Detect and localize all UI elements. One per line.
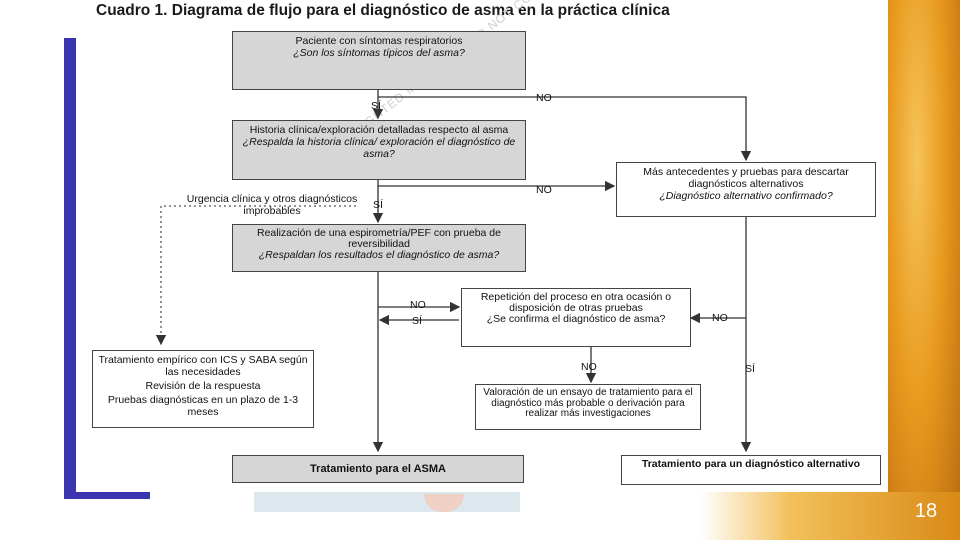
- accent-bar-foot: [64, 490, 150, 499]
- node-symptoms: Paciente con síntomas respiratorios ¿Son…: [232, 31, 526, 90]
- node-spirometry: Realización de una espirometría/PEF con …: [232, 224, 526, 272]
- slide-number: 18: [914, 500, 938, 522]
- accent-bar: [64, 38, 76, 498]
- background-image-strip: [254, 490, 520, 512]
- node-alternative-treatment-text: Tratamiento para un diagnóstico alternat…: [641, 458, 861, 470]
- flowchart-figure: Cuadro 1. Diagrama de flujo para el diag…: [76, 0, 888, 492]
- label-no-5: NO: [581, 361, 597, 373]
- node-alternatives-text: Más antecedentes y pruebas para descarta…: [643, 166, 849, 190]
- node-alternatives-question: ¿Diagnóstico alternativo confirmado?: [659, 190, 833, 202]
- node-empirical-line-1: Tratamiento empírico con ICS y SABA segú…: [98, 354, 308, 378]
- background-image-detail: [424, 494, 464, 512]
- label-si-4: SÍ: [745, 363, 755, 375]
- node-alternative-treatment: Tratamiento para un diagnóstico alternat…: [621, 455, 881, 485]
- node-empirical-line-2: Revisión de la respuesta: [145, 380, 261, 392]
- label-no-4: NO: [712, 312, 728, 324]
- label-si-2: SÍ: [373, 199, 383, 211]
- connector-arrows: [155, 90, 752, 453]
- label-no-3: NO: [410, 299, 426, 311]
- label-urgencia: Urgencia clínica y otros diagnósticos im…: [186, 193, 358, 217]
- node-trial-text: Valoración de un ensayo de tratamiento p…: [483, 387, 693, 419]
- node-repeat-question: ¿Se confirma el diagnóstico de asma?: [486, 313, 666, 325]
- node-spirometry-question: ¿Respaldan los resultados el diagnóstico…: [258, 249, 500, 261]
- node-history: Historia clínica/exploración detalladas …: [232, 120, 526, 180]
- node-spirometry-text: Realización de una espirometría/PEF con …: [257, 227, 501, 250]
- node-alternatives: Más antecedentes y pruebas para descarta…: [616, 162, 876, 217]
- node-symptoms-text: Paciente con síntomas respiratorios: [295, 35, 463, 47]
- orange-decor-bottom: [700, 492, 960, 540]
- orange-decor-right: [888, 0, 960, 540]
- node-repeat: Repetición del proceso en otra ocasión o…: [461, 288, 691, 347]
- node-history-question: ¿Respalda la historia clínica/ exploraci…: [242, 136, 516, 160]
- node-empirical-line-3: Pruebas diagnósticas en un plazo de 1-3 …: [107, 394, 299, 418]
- node-symptoms-question: ¿Son los síntomas típicos del asma?: [293, 47, 465, 59]
- label-si-3: SÍ: [412, 315, 422, 327]
- label-no-1: NO: [536, 92, 552, 104]
- figure-title: Cuadro 1. Diagrama de flujo para el diag…: [96, 2, 670, 19]
- node-asthma-treatment: Tratamiento para el ASMA: [232, 455, 524, 483]
- node-empirical: Tratamiento empírico con ICS y SABA segú…: [92, 350, 314, 428]
- node-repeat-text: Repetición del proceso en otra ocasión o…: [480, 291, 672, 314]
- node-asthma-treatment-text: Tratamiento para el ASMA: [310, 463, 446, 475]
- node-history-text: Historia clínica/exploración detalladas …: [249, 124, 509, 136]
- label-si-1: SÍ: [371, 100, 381, 112]
- node-trial: Valoración de un ensayo de tratamiento p…: [475, 384, 701, 430]
- label-no-2: NO: [536, 184, 552, 196]
